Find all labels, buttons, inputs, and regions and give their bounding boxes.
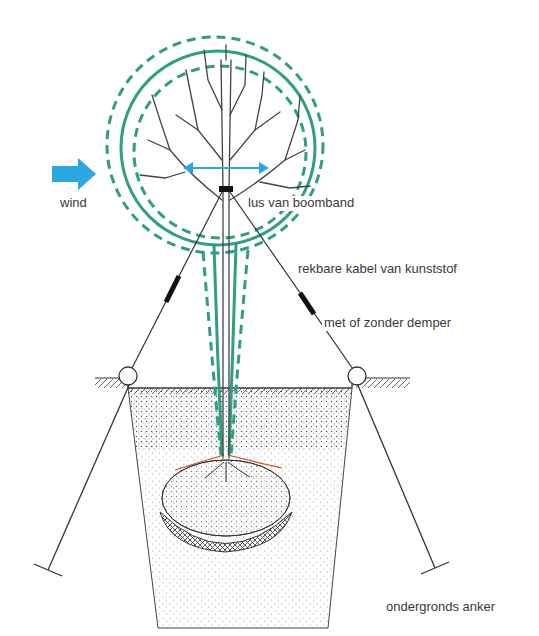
part-label: ondergronds anker <box>384 600 497 615</box>
wind-label: wind <box>58 196 89 211</box>
part-label: rekbare kabel van kunststof <box>296 262 459 277</box>
part-label: lus van boomband <box>246 196 356 211</box>
part-label: met of zonder demper <box>322 316 453 331</box>
